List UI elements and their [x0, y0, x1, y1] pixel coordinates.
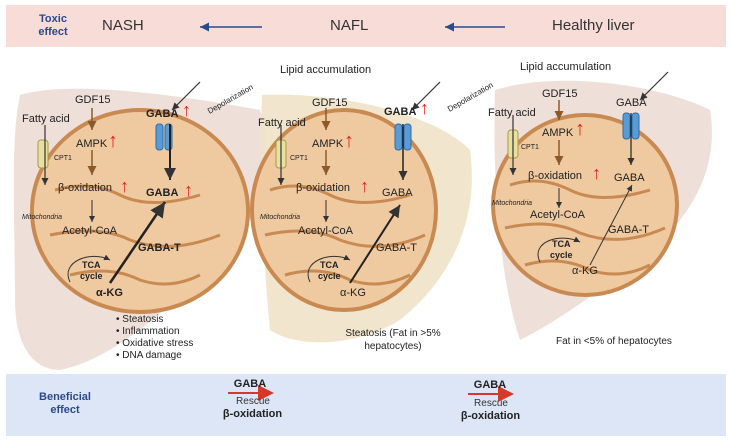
mitochondria-label: Mitochondria — [260, 214, 301, 221]
mitochondria-label: Mitochondria — [492, 200, 533, 207]
beneficial-beta-oxidation-label: β-oxidation — [460, 410, 521, 422]
gaba-t-label: GABA-T — [138, 242, 181, 254]
up-arrow-icon: ↑ — [108, 130, 118, 152]
nafl-note: Steatosis (Fat in >5% hepatocytes) — [338, 327, 448, 353]
beneficial-effect-title: Beneficial effect — [30, 391, 100, 417]
gaba-t-label: GABA-T — [608, 224, 649, 236]
cpt1-label: CPT1 — [521, 144, 539, 151]
beneficial-gaba-label: GABA — [473, 379, 507, 391]
toxic-title-line1: Toxic — [39, 13, 67, 25]
cpt1-label: CPT1 — [54, 155, 72, 162]
gdf15-label: GDF15 — [542, 88, 578, 100]
gaba-inner-label: GABA — [146, 187, 179, 199]
alpha-kg-label: α-KG — [572, 265, 598, 277]
mitochondrion-nafl — [250, 108, 438, 312]
mitochondrion-nash — [30, 108, 250, 314]
up-arrow-icon: ↑ — [182, 100, 191, 120]
gaba-channel-nafl — [394, 123, 412, 151]
gdf15-label: GDF15 — [312, 97, 348, 109]
beta-oxidation-label: β-oxidation — [58, 182, 113, 194]
up-arrow-icon: ↑ — [575, 118, 585, 140]
gaba-inner-label: GABA — [614, 172, 645, 184]
beta-oxidation-label: β-oxidation — [528, 170, 583, 182]
acetyl-coa-label: Acetyl-CoA — [298, 225, 354, 237]
beneficial-beta-oxidation-label: β-oxidation — [222, 408, 283, 420]
beneficial-rescue-label: Rescue — [236, 396, 270, 407]
acetyl-coa-label: Acetyl-CoA — [62, 225, 118, 237]
nafl-note-line1: Steatosis (Fat in >5% — [345, 328, 441, 339]
alpha-kg-label: α-KG — [96, 287, 123, 299]
lipid-accumulation-label: Lipid accumulation — [520, 61, 612, 73]
gaba-t-label: GABA-T — [376, 242, 417, 254]
healthy-note: Fat in <5% of hepatocytes — [556, 336, 672, 347]
toxic-effect-title: Toxic effect — [18, 13, 88, 39]
mitochondria-label: Mitochondria — [22, 214, 63, 221]
fatty-acid-label: Fatty acid — [488, 107, 536, 119]
tca-cycle-label: cycle — [550, 250, 573, 260]
gaba-channel-healthy — [622, 112, 640, 140]
tca-label: TCA — [82, 260, 101, 270]
up-arrow-icon: ↑ — [120, 176, 129, 196]
cpt1-transporter-nash — [37, 139, 49, 169]
up-arrow-icon: ↑ — [344, 130, 354, 152]
up-arrow-icon: ↑ — [184, 180, 193, 200]
beneficial-title-line2: effect — [50, 404, 80, 416]
beneficial-item-1: GABA — [220, 378, 280, 390]
toxic-title-line2: effect — [38, 26, 68, 38]
acetyl-coa-label: Acetyl-CoA — [530, 209, 586, 221]
beneficial-item-2: GABA — [460, 379, 520, 391]
ampk-label: AMPK — [542, 127, 574, 139]
up-arrow-icon: ↑ — [360, 176, 369, 196]
beneficial-gaba-label: GABA — [233, 378, 267, 390]
gaba-top-label: GABA — [384, 106, 417, 118]
tca-label: TCA — [552, 239, 571, 249]
beneficial-effect-band — [6, 374, 726, 436]
ampk-label: AMPK — [312, 138, 344, 150]
outcomes-list: • Steatosis • Inflammation • Oxidative s… — [116, 314, 193, 362]
outcome-item: • Oxidative stress — [116, 338, 194, 349]
gaba-inner-label: GABA — [382, 187, 413, 199]
toxic-effect-band — [6, 5, 726, 47]
beta-oxidation-label: β-oxidation — [296, 182, 351, 194]
stage-nafl: NAFL — [330, 17, 369, 34]
gaba-top-label: GABA — [616, 97, 647, 109]
beneficial-title-line1: Beneficial — [39, 391, 91, 403]
tca-label: TCA — [320, 260, 339, 270]
outcome-item: • DNA damage — [116, 350, 182, 361]
gaba-top-label: GABA — [146, 108, 179, 120]
outcome-item: • Steatosis — [116, 314, 164, 325]
lipid-accumulation-label: Lipid accumulation — [280, 64, 372, 76]
cpt1-label: CPT1 — [290, 155, 308, 162]
stage-nash: NASH — [102, 17, 144, 34]
alpha-kg-label: α-KG — [340, 287, 366, 299]
tca-cycle-label: cycle — [318, 271, 341, 281]
ampk-label: AMPK — [76, 138, 108, 150]
fatty-acid-label: Fatty acid — [22, 113, 70, 125]
gdf15-label: GDF15 — [75, 94, 111, 106]
fatty-acid-label: Fatty acid — [258, 117, 306, 129]
beneficial-rescue-label: Rescue — [474, 398, 508, 409]
nafl-note-line2: hepatocytes) — [364, 341, 422, 352]
up-arrow-icon: ↑ — [592, 163, 601, 183]
outcome-item: • Inflammation — [116, 326, 180, 337]
stage-healthy: Healthy liver — [552, 17, 635, 34]
tca-cycle-label: cycle — [80, 271, 103, 281]
up-arrow-icon: ↑ — [420, 98, 429, 118]
